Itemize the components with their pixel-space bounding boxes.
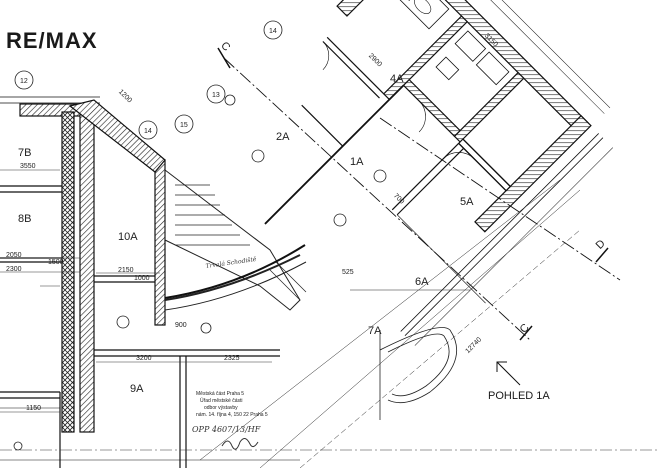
approval-stamp: Městská část Praha 5 Úřad městské části … bbox=[192, 391, 268, 450]
room-4a: 4A bbox=[390, 73, 404, 85]
stair-rail bbox=[164, 244, 306, 299]
ref-14b-label: 14 bbox=[144, 128, 152, 135]
staircase bbox=[164, 168, 307, 311]
section-arrows bbox=[217, 47, 609, 341]
ref-12-label: 12 bbox=[20, 78, 28, 85]
section-lines bbox=[223, 57, 621, 341]
dim-1500: 1500 bbox=[48, 259, 64, 266]
remax-logo: RE/MAX bbox=[6, 28, 98, 53]
room-2a: 2A bbox=[276, 131, 290, 143]
ref-circle-12 bbox=[14, 70, 34, 90]
dim-700: 700 bbox=[392, 192, 405, 205]
room-5a: 5A bbox=[460, 196, 474, 208]
dim-2150: 2150 bbox=[118, 267, 134, 274]
ref-circle-13 bbox=[206, 84, 226, 104]
section-c-bottom: C bbox=[518, 322, 532, 336]
dim-2900: 2900 bbox=[367, 52, 383, 68]
room-6a: 6A bbox=[415, 276, 429, 288]
view-label: POHLED 1A bbox=[488, 390, 550, 402]
stamp-line-2: Úřad městské části bbox=[200, 397, 243, 404]
stamp-reference: OPP 4607/13/HF bbox=[192, 425, 261, 434]
dim-900: 900 bbox=[175, 322, 187, 329]
room-7a: 7A bbox=[368, 325, 382, 337]
room-8b: 8B bbox=[18, 213, 31, 225]
left-walls bbox=[0, 96, 300, 468]
ref-circle-15 bbox=[174, 114, 194, 134]
dim-1150: 1150 bbox=[26, 405, 41, 412]
ref-circle-14a bbox=[263, 20, 283, 40]
stamp-line-3: odbor výstavby bbox=[204, 405, 238, 411]
dim-1200: 1200 bbox=[117, 88, 133, 104]
reference-circles bbox=[14, 20, 283, 140]
room-7b: 7B bbox=[18, 147, 31, 159]
ref-15-label: 15 bbox=[180, 122, 188, 129]
room-10a: 10A bbox=[118, 231, 138, 243]
dim-3200: 3200 bbox=[136, 355, 152, 362]
rotated-building bbox=[264, 0, 614, 346]
view-arrow bbox=[496, 361, 521, 386]
terrace-curve bbox=[199, 179, 581, 468]
stamp-line-4: nám. 14. října 4, 150 22 Praha 5 bbox=[196, 412, 268, 418]
stair-note: Trvalá Schodiště bbox=[205, 256, 257, 270]
room-1a: 1A bbox=[350, 156, 364, 168]
dim-2300: 2300 bbox=[6, 266, 22, 273]
stamp-line-1: Městská část Praha 5 bbox=[196, 391, 244, 397]
ref-14a-label: 14 bbox=[269, 28, 277, 35]
dim-1000: 1000 bbox=[134, 275, 150, 282]
dim-2325: 2325 bbox=[224, 355, 240, 362]
floor-symbols bbox=[13, 94, 387, 451]
signature bbox=[221, 438, 259, 450]
dim-3550: 3550 bbox=[20, 163, 36, 170]
dim-2050: 2050 bbox=[6, 252, 22, 259]
left-dimension-lines bbox=[0, 169, 660, 451]
ref-13-label: 13 bbox=[212, 92, 220, 99]
dim-12740: 12740 bbox=[464, 336, 483, 355]
dim-525: 525 bbox=[342, 269, 354, 276]
room-9a: 9A bbox=[130, 383, 144, 395]
ref-circle-14b bbox=[138, 120, 158, 140]
